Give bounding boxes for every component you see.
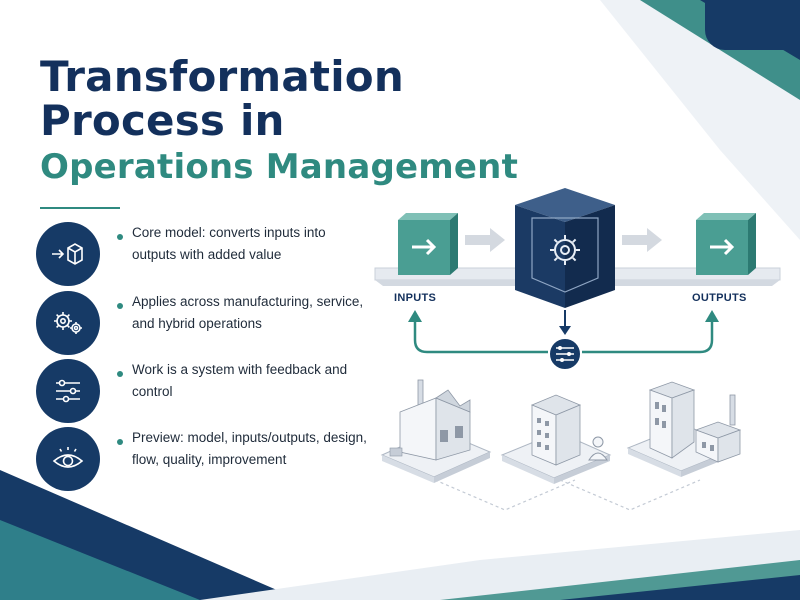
control-arrow <box>559 310 571 335</box>
bullet-item: Core model: converts inputs into outputs… <box>36 222 366 286</box>
bullet-dot <box>117 303 123 309</box>
sliders-icon <box>548 337 582 371</box>
bullet-dot <box>117 371 123 377</box>
bullet-text: Applies across manufacturing, service, a… <box>132 294 364 331</box>
connector-lines <box>434 479 701 511</box>
title-underline <box>40 207 120 209</box>
factory-icon <box>380 379 492 483</box>
bullet-text: Work is a system with feedback and contr… <box>132 362 348 399</box>
gear-icon <box>550 235 580 265</box>
title-line-1: Transformation <box>40 52 404 101</box>
outputs-label: OUTPUTS <box>692 292 747 304</box>
input-box <box>398 213 458 275</box>
bullet-text: Core model: converts inputs into outputs… <box>132 225 326 262</box>
hybrid-building-icon <box>626 381 742 477</box>
bullet-icon-circle <box>36 427 100 491</box>
output-box <box>696 213 756 275</box>
flow-arrow-in <box>465 228 505 252</box>
sliders-icon <box>56 379 80 403</box>
bullet-item: Applies across manufacturing, service, a… <box>36 291 366 355</box>
bullet-icon-circle <box>36 291 100 355</box>
bullet-item: Preview: model, inputs/outputs, design, … <box>36 427 367 491</box>
bullet-dot <box>117 234 123 240</box>
title-line-2: Process in <box>40 96 285 145</box>
bullet-icon-circle <box>36 359 100 423</box>
eye-icon <box>52 447 84 468</box>
bullet-icon-circle <box>36 222 100 286</box>
bullet-item: Work is a system with feedback and contr… <box>36 359 366 423</box>
flow-arrow-out <box>622 228 662 252</box>
feedback-loop <box>408 310 719 354</box>
title-line-3: Operations Management <box>40 147 519 187</box>
inputs-label: INPUTS <box>394 292 437 304</box>
bullet-dot <box>117 439 123 445</box>
bullet-text: Preview: model, inputs/outputs, design, … <box>132 430 367 467</box>
office-building-icon <box>500 394 612 484</box>
process-cube <box>515 188 615 308</box>
transformation-diagram <box>374 188 781 511</box>
cube-input-icon <box>52 243 83 265</box>
gears-icon <box>54 312 82 334</box>
